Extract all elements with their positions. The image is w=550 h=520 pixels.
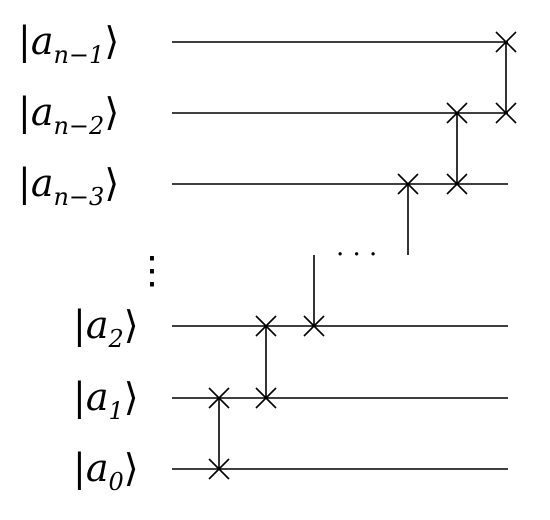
swap-x-mark (495, 102, 517, 124)
ket-sub-a-n-minus-2: n−2 (53, 112, 104, 140)
vertical-ellipsis: ⋮ (133, 248, 171, 292)
ket-main-a-n-minus-2: a (31, 90, 54, 134)
swap-x-mark (208, 458, 230, 480)
ket-label-a-n-minus-3: |an−3⟩ (18, 161, 119, 211)
swap-x-mark (397, 173, 419, 195)
swap-x-mark (208, 387, 230, 409)
ket-main-a-n-minus-1: a (31, 19, 54, 63)
swap-gate-a-n-minus-3-partial (397, 173, 419, 255)
ket-label-a-n-minus-1: |an−1⟩ (18, 19, 119, 69)
ket-sub-a-n-minus-1: n−1 (53, 41, 104, 69)
ket-main-a-2: a (86, 303, 109, 347)
ket-label-a-2: |a2⟩ (73, 303, 139, 353)
swap-gate-a-n-minus-3-a-n-minus-2 (446, 102, 468, 195)
ket-sub-a-0: 0 (108, 468, 123, 496)
swap-x-mark (446, 173, 468, 195)
swap-x-mark (446, 102, 468, 124)
ket-label-a-n-minus-2: |an−2⟩ (18, 90, 119, 140)
swap-gate-a1-a2 (255, 315, 277, 409)
horizontal-ellipsis: · · · (336, 240, 377, 270)
swap-x-mark (303, 315, 325, 337)
ket-sub-a-2: 2 (107, 325, 123, 353)
ket-sub-a-n-minus-3: n−3 (53, 183, 104, 211)
ket-main-a-n-minus-3: a (31, 161, 54, 205)
swap-x-mark (255, 315, 277, 337)
ket-main-a-1: a (86, 375, 109, 419)
swap-gate-a2-partial (303, 255, 325, 337)
swap-gate-a-n-minus-2-a-n-minus-1 (495, 31, 517, 124)
ket-label-a-1: |a1⟩ (73, 375, 139, 425)
swap-x-mark (255, 387, 277, 409)
ket-main-a-0: a (86, 446, 109, 490)
swap-gate-a0-a1 (208, 387, 230, 480)
ket-label-a-0: |a0⟩ (73, 446, 139, 496)
ket-sub-a-1: 1 (108, 397, 123, 425)
swap-x-mark (495, 31, 517, 53)
